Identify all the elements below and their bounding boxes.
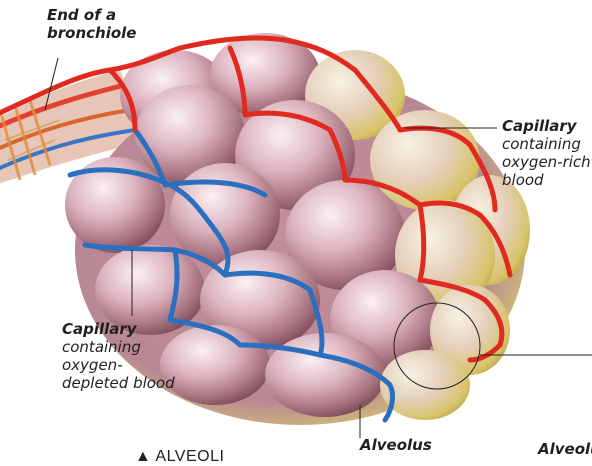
- label-capillary-depleted-line1: Capillary: [62, 320, 175, 338]
- label-alveolus-right: Alveolu: [538, 440, 592, 458]
- label-alveolus: Alveolus: [360, 436, 432, 454]
- label-capillary-rich-line1: Capillary: [502, 117, 591, 135]
- alveolus-sac: [160, 325, 270, 405]
- figure-caption: ▲ ALVEOLI: [135, 448, 224, 466]
- label-bronchiole-line2: bronchiole: [47, 24, 136, 42]
- label-alveolus-text: Alveolus: [360, 436, 432, 454]
- label-bronchiole-line1: End of a: [47, 6, 136, 24]
- label-capillary-rich-line2: containing: [502, 135, 591, 153]
- label-capillary-depleted-line3: oxygen-: [62, 356, 175, 374]
- label-capillary-oxygen-depleted: Capillary containing oxygen- depleted bl…: [62, 320, 175, 392]
- label-capillary-rich-line4: blood: [502, 171, 591, 189]
- label-capillary-depleted-line2: containing: [62, 338, 175, 356]
- alveolus-sac: [380, 350, 470, 420]
- label-capillary-oxygen-rich: Capillary containing oxygen-rich blood: [502, 117, 591, 189]
- label-alveolus-right-text: Alveolu: [538, 440, 592, 458]
- label-capillary-depleted-line4: depleted blood: [62, 374, 175, 392]
- label-end-of-bronchiole: End of a bronchiole: [47, 6, 136, 42]
- label-capillary-rich-line3: oxygen-rich: [502, 153, 591, 171]
